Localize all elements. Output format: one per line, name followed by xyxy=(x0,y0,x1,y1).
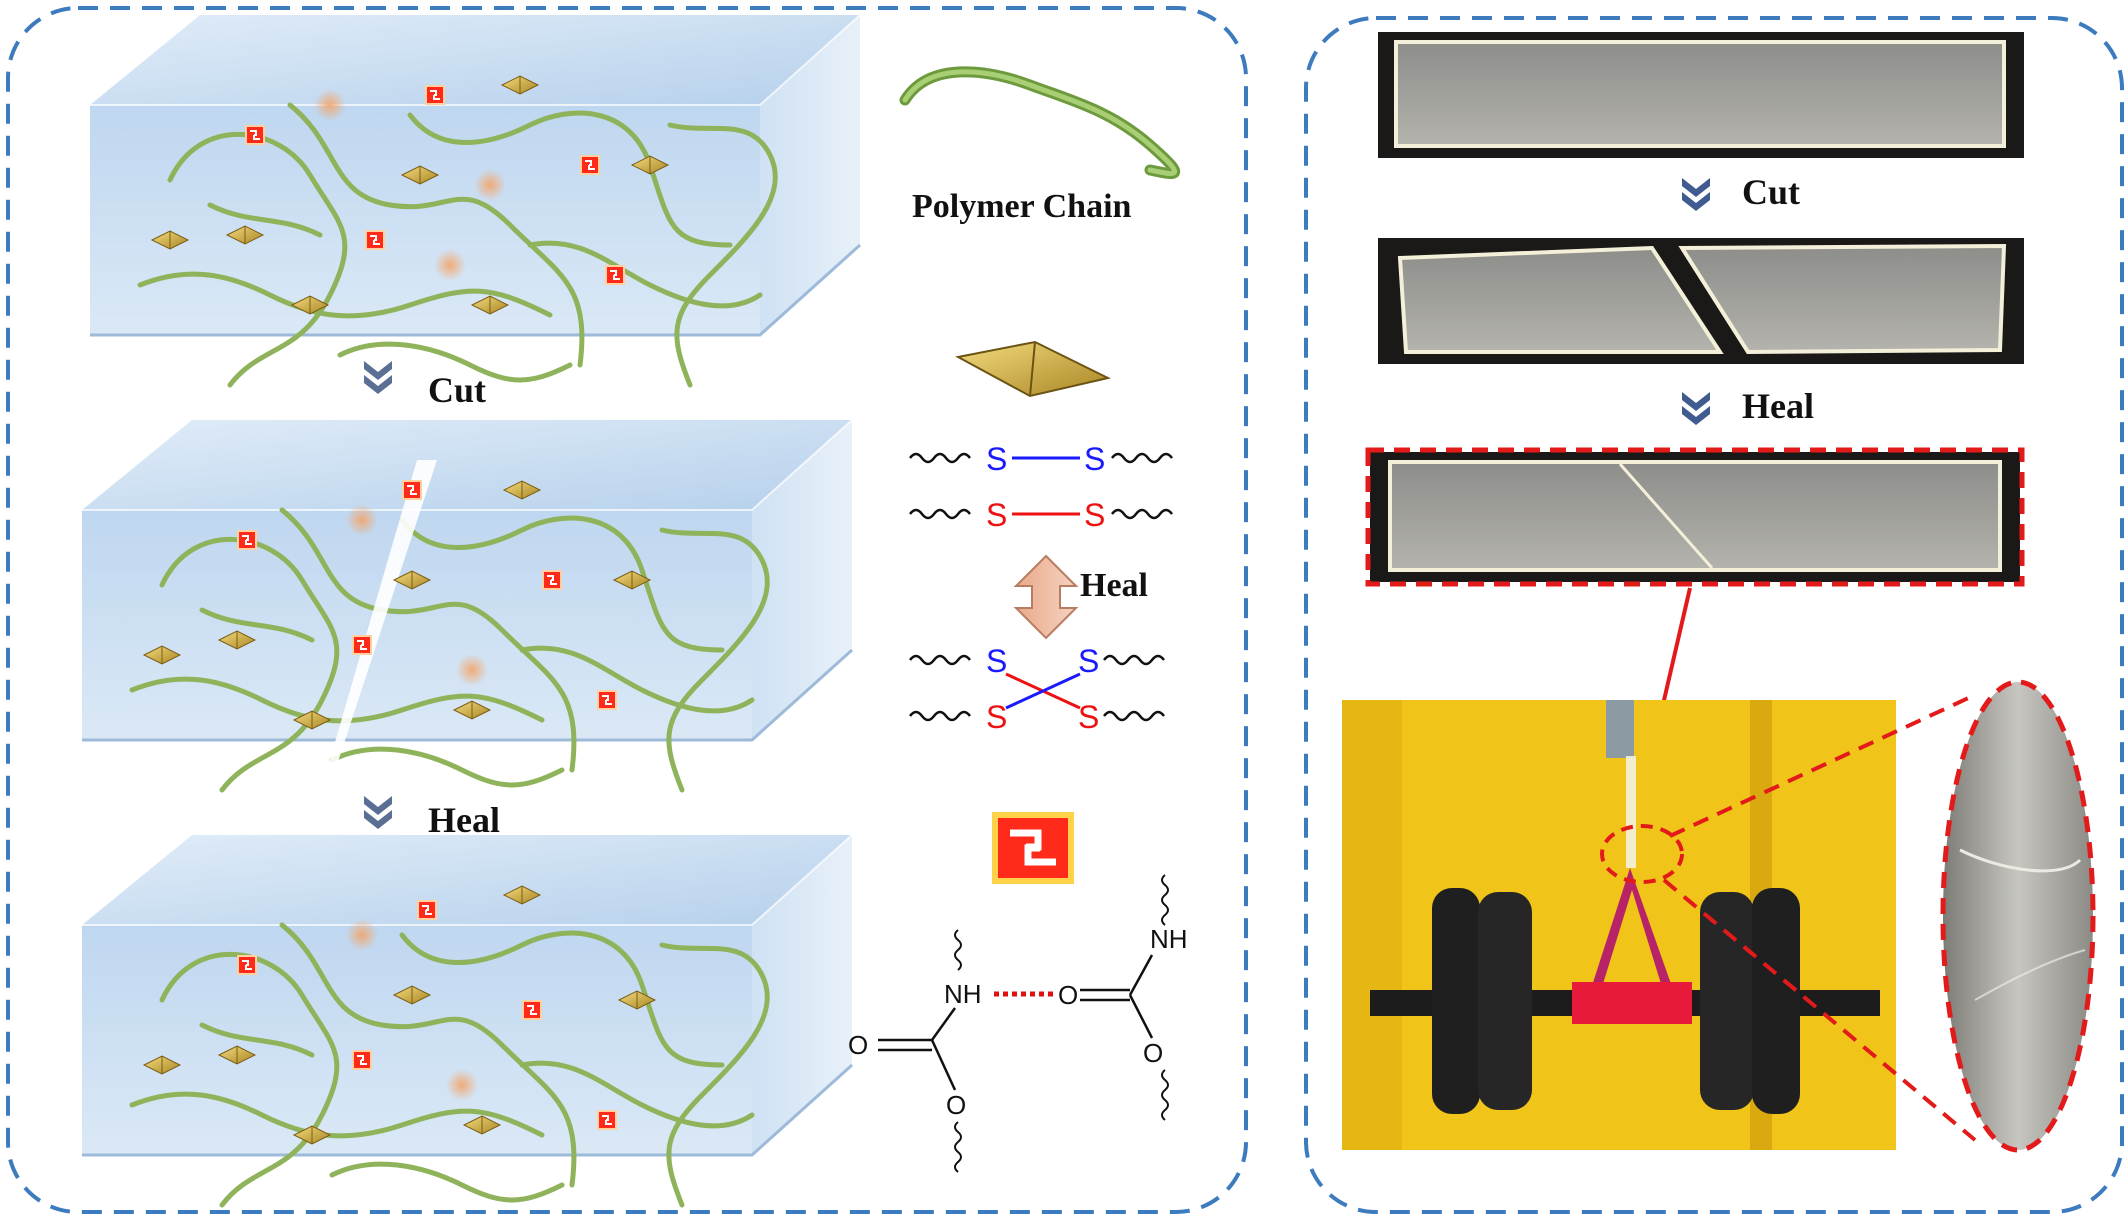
photo-step-cut: Cut xyxy=(1742,172,1800,212)
svg-text:S: S xyxy=(986,699,1007,735)
polymer-chain-label: Polymer Chain xyxy=(912,188,1132,225)
step-label-cut: Cut xyxy=(428,370,486,410)
photo-load-test xyxy=(1342,700,1896,1150)
hydrogen-bond-icon xyxy=(992,812,1074,884)
urethane-hbond-structure: NH O O O NH O xyxy=(848,874,1188,1173)
gel-block-cut xyxy=(60,418,854,790)
chevron-down-icon xyxy=(364,361,392,394)
diamond-crosslinker-icon xyxy=(955,340,1111,398)
disulfide-bonds-after: S S S S xyxy=(909,643,1165,735)
right-panel-frame xyxy=(1304,16,2124,1214)
left-panel-frame xyxy=(6,6,1248,1214)
svg-text:S: S xyxy=(1084,441,1105,477)
zoom-line-bottom xyxy=(1662,878,1977,1142)
photo-healed-strip xyxy=(1365,447,2025,587)
svg-text:O: O xyxy=(1058,980,1078,1010)
photo-zoom-inset xyxy=(1940,679,2096,1153)
chevron-down-icon xyxy=(364,796,392,829)
svg-text:O: O xyxy=(1143,1038,1163,1068)
svg-text:S: S xyxy=(1078,699,1099,735)
svg-text:O: O xyxy=(946,1090,966,1120)
svg-text:S: S xyxy=(986,441,1007,477)
svg-text:NH: NH xyxy=(1150,924,1188,954)
svg-text:S: S xyxy=(1078,643,1099,679)
chevron-down-icon xyxy=(1682,178,1710,211)
chevron-down-icon xyxy=(1682,392,1710,425)
photo-original-strip xyxy=(1378,32,2024,158)
photo-step-heal: Heal xyxy=(1742,386,1814,426)
svg-text:S: S xyxy=(986,643,1007,679)
disulfide-bonds-before: S S S S xyxy=(909,441,1173,533)
step-label-heal: Heal xyxy=(428,800,500,840)
gel-block-healed xyxy=(60,833,854,1205)
svg-text:O: O xyxy=(848,1030,868,1060)
disulfide-heal-label: Heal xyxy=(1080,567,1148,604)
photo-cut-strip xyxy=(1378,238,2024,364)
svg-text:NH: NH xyxy=(944,979,982,1009)
zoom-line-top xyxy=(1669,693,1976,838)
svg-text:S: S xyxy=(1084,497,1105,533)
exchange-arrow-icon xyxy=(1013,554,1079,640)
svg-text:S: S xyxy=(986,497,1007,533)
gel-block-original xyxy=(68,13,862,385)
